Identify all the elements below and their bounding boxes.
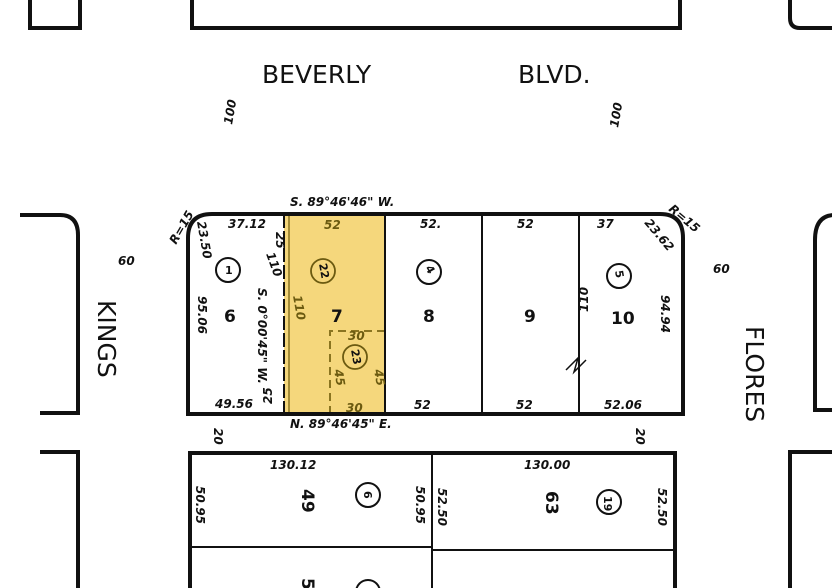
parcel-number-23: 23 [348, 348, 363, 365]
parcel-circle-23 [342, 344, 368, 370]
bearing-west: S. 0°00'45" W. [255, 288, 269, 384]
street-name-flores: FLORES [740, 326, 769, 422]
lot-49-right-dim: 50.95 [413, 486, 427, 524]
alley-width-left: 20 [211, 428, 225, 445]
lot-49-left-dim: 50.95 [193, 486, 207, 524]
west-offset-a: 25 [273, 232, 287, 249]
parcel-circle-5 [606, 263, 632, 289]
curve-left-radius: R=15 [166, 208, 196, 246]
lot-7-side-dim: 110 [290, 294, 308, 321]
lot-9-bottom-dim: 52 [516, 398, 533, 412]
lot-number-10: 10 [611, 309, 635, 329]
block-northwest [28, 0, 82, 30]
lot-number-8: 8 [423, 307, 435, 327]
street-width-kings: 60 [118, 254, 135, 268]
lot-10-top-dim: 37 [597, 217, 614, 231]
block-north [190, 0, 682, 30]
lot-10-bottom-dim: 52.06 [604, 398, 642, 412]
lot-63-right-dim: 52.50 [655, 488, 669, 526]
lot-number-partial: 5 [297, 578, 317, 588]
lot-6-bottom-dim: 49.56 [214, 397, 253, 411]
curve-left-arc: 23.50 [194, 220, 214, 260]
lot-63-top-dim: 130.00 [524, 458, 570, 472]
lot-number-7: 7 [331, 307, 343, 327]
curve-right-arc: 23.62 [642, 216, 677, 254]
bearing-north: S. 89°46'46" W. [290, 195, 394, 209]
block-southeast [788, 450, 832, 588]
street-width-beverly-left: 100 [221, 98, 239, 125]
parcel-circle-6 [355, 482, 381, 508]
block-east [813, 213, 832, 412]
lot-9-top-dim: 52 [517, 217, 534, 231]
parcel-number-19: 19 [601, 496, 614, 511]
alley-width-right: 20 [633, 428, 647, 445]
lot-10-side2-dim: 110 [577, 287, 591, 312]
street-width-flores: 60 [713, 262, 730, 276]
sub-parcel-bottom-dim: 30 [346, 401, 363, 415]
parcel-number-6: 6 [361, 491, 374, 499]
parcel-number-5: 5 [612, 269, 626, 279]
street-width-beverly-right: 100 [607, 101, 625, 128]
sub-parcel-top-dim: 30 [348, 329, 365, 343]
lot-6-top-dim: 37.12 [228, 217, 266, 231]
parcel-circle-1 [215, 257, 241, 283]
parcel-circle-4 [416, 259, 442, 285]
parcel-number-22: 22 [316, 262, 331, 279]
parcel-number-1: 1 [225, 264, 233, 277]
lot-49-top-dim: 130.12 [270, 458, 316, 472]
lot-8-top-dim: 52. [420, 217, 441, 231]
parcel-circle-partial [355, 579, 381, 588]
sub-parcel-23-boundary [329, 330, 385, 414]
sub-parcel-left-dim: 45 [331, 367, 348, 387]
west-offset-b: 110 [263, 250, 285, 278]
lot-7-top-dim: 52 [324, 218, 341, 232]
lot-number-9: 9 [524, 307, 536, 327]
lot-10-side-dim: 94.94 [658, 295, 672, 333]
block-northeast [788, 0, 832, 30]
bearing-south: N. 89°46'45" E. [290, 417, 392, 431]
lot-number-49: 49 [297, 489, 317, 513]
west-offset-c: 25 [261, 387, 275, 404]
parcel-circle-22 [310, 258, 336, 284]
lot-6-side-dim: 95.06 [195, 296, 209, 334]
street-name-blvd: BLVD. [518, 60, 591, 89]
lot-number-6: 6 [224, 307, 236, 327]
lot-tie-mark [565, 355, 587, 375]
parcel-number-4: 4 [422, 263, 437, 276]
north-blocks [28, 0, 832, 30]
lot-8-bottom-dim: 52 [414, 398, 431, 412]
street-name-beverly: BEVERLY [262, 60, 372, 89]
sub-parcel-right-dim: 45 [371, 367, 388, 387]
lot-number-63: 63 [541, 491, 561, 515]
block-west [20, 213, 80, 415]
block-southwest [40, 450, 80, 588]
block-main [186, 212, 685, 416]
highlighted-lot-7[interactable] [284, 215, 385, 414]
parcel-circle-19 [596, 489, 622, 515]
street-name-kings: KINGS [92, 300, 121, 378]
lot-63-left-dim: 52.50 [435, 488, 449, 526]
